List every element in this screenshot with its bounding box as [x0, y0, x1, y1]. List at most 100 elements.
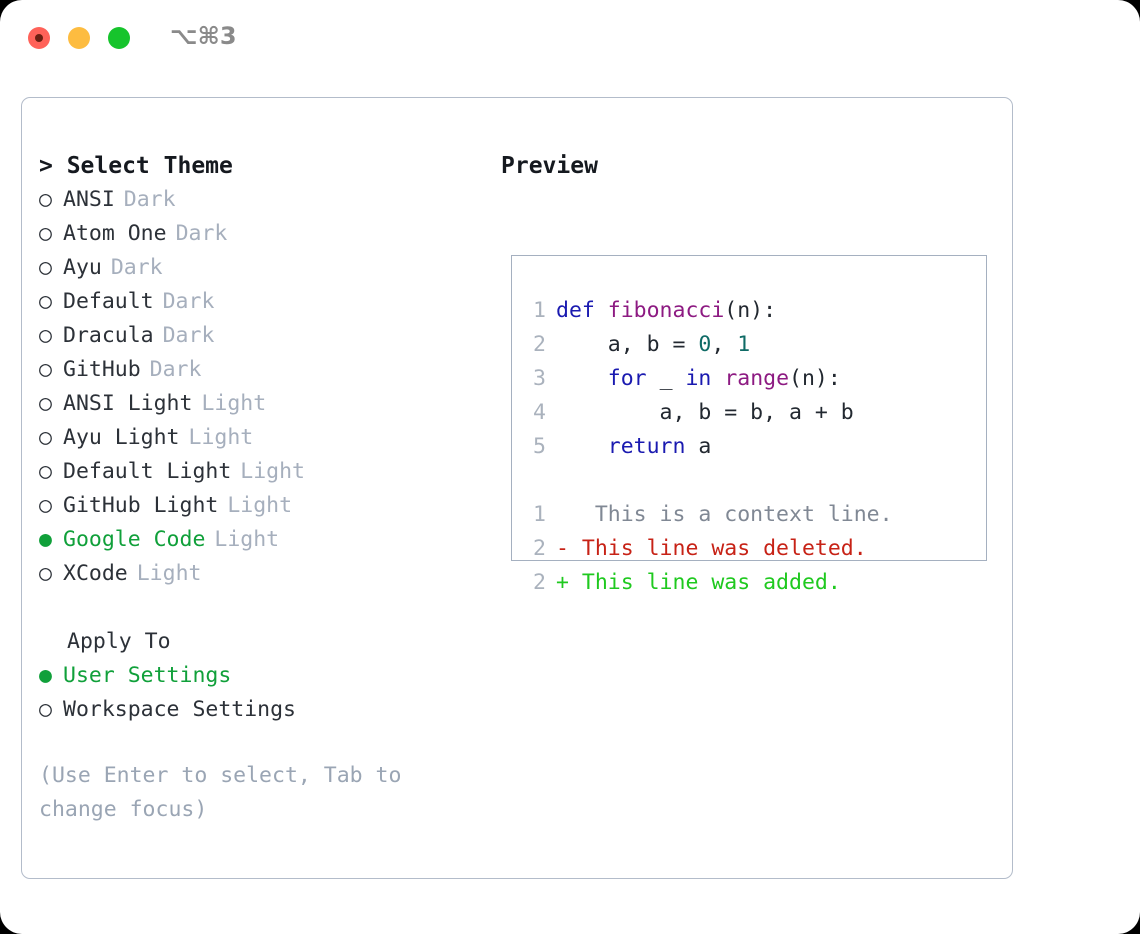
diff-marker	[556, 502, 569, 527]
code-token-plain	[711, 366, 724, 391]
theme-option-label: Ayu Light	[63, 425, 180, 450]
radio-unselected-icon: ○	[39, 187, 52, 212]
title-bar: ⌥⌘3	[0, 0, 1140, 78]
minimize-button[interactable]	[68, 27, 90, 49]
code-token-kw: def	[556, 298, 608, 323]
code-line: 5 return a	[524, 430, 984, 464]
diff-line-add: 2 + This line was added.	[524, 566, 984, 600]
theme-option-label: Google Code	[63, 527, 206, 552]
apply-to-title: Apply To	[67, 629, 171, 654]
theme-option-default-light[interactable]: ○ Default Light Light	[39, 455, 479, 489]
radio-unselected-icon: ○	[39, 255, 52, 280]
code-line: 3 for _ in range(n):	[524, 362, 984, 396]
theme-variant-badge: Dark	[123, 187, 176, 212]
theme-option-github-light[interactable]: ○ GitHub Light Light	[39, 489, 479, 523]
code-token-plain	[556, 434, 608, 459]
code-token-kw: in	[685, 366, 712, 391]
radio-unselected-icon: ○	[39, 459, 52, 484]
maximize-button[interactable]	[108, 27, 130, 49]
list-spacer	[39, 591, 479, 625]
radio-unselected-icon: ○	[39, 493, 52, 518]
line-number: 2	[533, 332, 546, 357]
theme-option-google-code[interactable]: ● Google Code Light	[39, 523, 479, 557]
radio-selected-icon: ●	[39, 663, 52, 688]
line-number: 2	[533, 570, 546, 595]
code-blank-line	[524, 464, 984, 498]
diff-text: This is a context line.	[568, 502, 893, 527]
line-number: 4	[533, 400, 546, 425]
preview-title: Preview	[501, 153, 598, 179]
theme-variant-badge: Light	[214, 527, 280, 552]
apply-to-list: ● User Settings ○Workspace Settings	[39, 659, 479, 727]
theme-option-ayu[interactable]: ○ Ayu Dark	[39, 251, 479, 285]
line-number: 2	[533, 536, 546, 561]
radio-unselected-icon: ○	[39, 697, 52, 722]
theme-variant-badge: Light	[188, 425, 254, 450]
theme-option-label: Atom One	[63, 221, 167, 246]
radio-selected-icon: ●	[39, 527, 52, 552]
theme-variant-badge: Dark	[162, 323, 215, 348]
radio-unselected-icon: ○	[39, 323, 52, 348]
apply-to-option-label: User Settings	[63, 663, 232, 688]
theme-option-github[interactable]: ○ GitHub Dark	[39, 353, 479, 387]
code-token-num: 1	[737, 332, 751, 357]
theme-option-dracula[interactable]: ○ Dracula Dark	[39, 319, 479, 353]
line-number: 1	[533, 502, 546, 527]
theme-variant-badge: Light	[240, 459, 306, 484]
theme-option-ayu-light[interactable]: ○ Ayu Light Light	[39, 421, 479, 455]
close-icon	[35, 34, 43, 42]
apply-to-option-user-settings[interactable]: ● User Settings	[39, 659, 479, 693]
theme-variant-badge: Light	[227, 493, 293, 518]
radio-unselected-icon: ○	[39, 425, 52, 450]
line-number: 5	[533, 434, 546, 459]
theme-option-label: Default Light	[63, 459, 232, 484]
theme-picker-title: > Select Theme	[39, 153, 233, 179]
theme-variant-badge: Dark	[110, 255, 163, 280]
radio-unselected-icon: ○	[39, 221, 52, 246]
theme-variant-badge: Dark	[162, 289, 215, 314]
theme-option-label: XCode	[63, 561, 128, 586]
code-token-plain	[556, 366, 608, 391]
diff-marker: -	[556, 536, 569, 561]
code-line: 2 a, b = 0, 1	[524, 328, 984, 362]
theme-option-ansi[interactable]: ○ ANSI Dark	[39, 183, 479, 217]
code-token-plain: (n):	[789, 366, 841, 391]
theme-option-label: Dracula	[63, 323, 154, 348]
theme-option-label: Default	[63, 289, 154, 314]
code-line: 4 a, b = b, a + b	[524, 396, 984, 430]
code-token-kw: for	[607, 366, 647, 391]
code-token-plain: _	[646, 366, 686, 391]
theme-variant-badge: Light	[136, 561, 202, 586]
diff-line-ctx: 1 This is a context line.	[524, 498, 984, 532]
theme-variant-badge: Dark	[149, 357, 202, 382]
theme-option-label: GitHub Light	[63, 493, 219, 518]
theme-option-label: ANSI	[63, 187, 115, 212]
radio-unselected-icon: ○	[39, 391, 52, 416]
code-token-fn: range	[724, 366, 790, 391]
code-token-plain: (n):	[724, 298, 777, 323]
theme-option-label: Ayu	[63, 255, 102, 280]
theme-option-default[interactable]: ○ Default Dark	[39, 285, 479, 319]
code-token-plain: ,	[711, 332, 738, 357]
apply-to-option-workspace-settings[interactable]: ○Workspace Settings	[39, 693, 479, 727]
keyboard-hint: (Use Enter to select, Tab to change focu…	[39, 763, 402, 822]
theme-option-label: ANSI Light	[63, 391, 193, 416]
diff-marker: +	[556, 570, 569, 595]
radio-unselected-icon: ○	[39, 357, 52, 382]
theme-option-label: GitHub	[63, 357, 141, 382]
radio-unselected-icon: ○	[39, 289, 52, 314]
keyboard-shortcut-label: ⌥⌘3	[170, 22, 237, 50]
code-token-fn: fibonacci	[607, 298, 725, 323]
diff-text: This line was added.	[568, 570, 841, 595]
code-token-num: 0	[698, 332, 712, 357]
line-number: 3	[533, 366, 546, 391]
